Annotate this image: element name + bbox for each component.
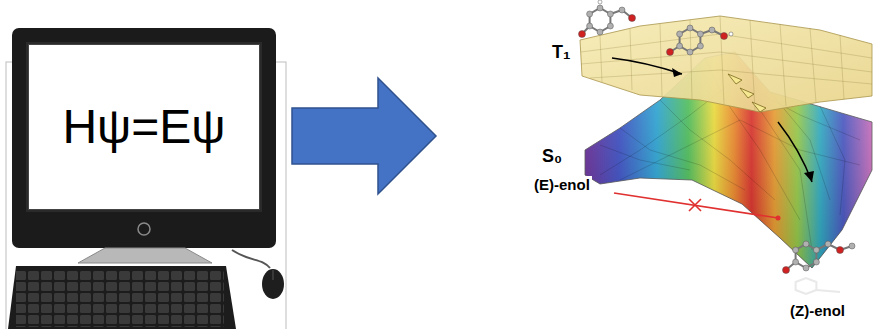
screen-box: Hψ=Eψ [28,44,260,210]
state-label: S₀ [540,146,564,167]
structure-label: (E)-enol [532,176,592,193]
equation-text: Hψ=Eψ [62,101,225,154]
state-label: T₁ [550,42,572,63]
structure-label: (Z)-enol [788,302,847,319]
